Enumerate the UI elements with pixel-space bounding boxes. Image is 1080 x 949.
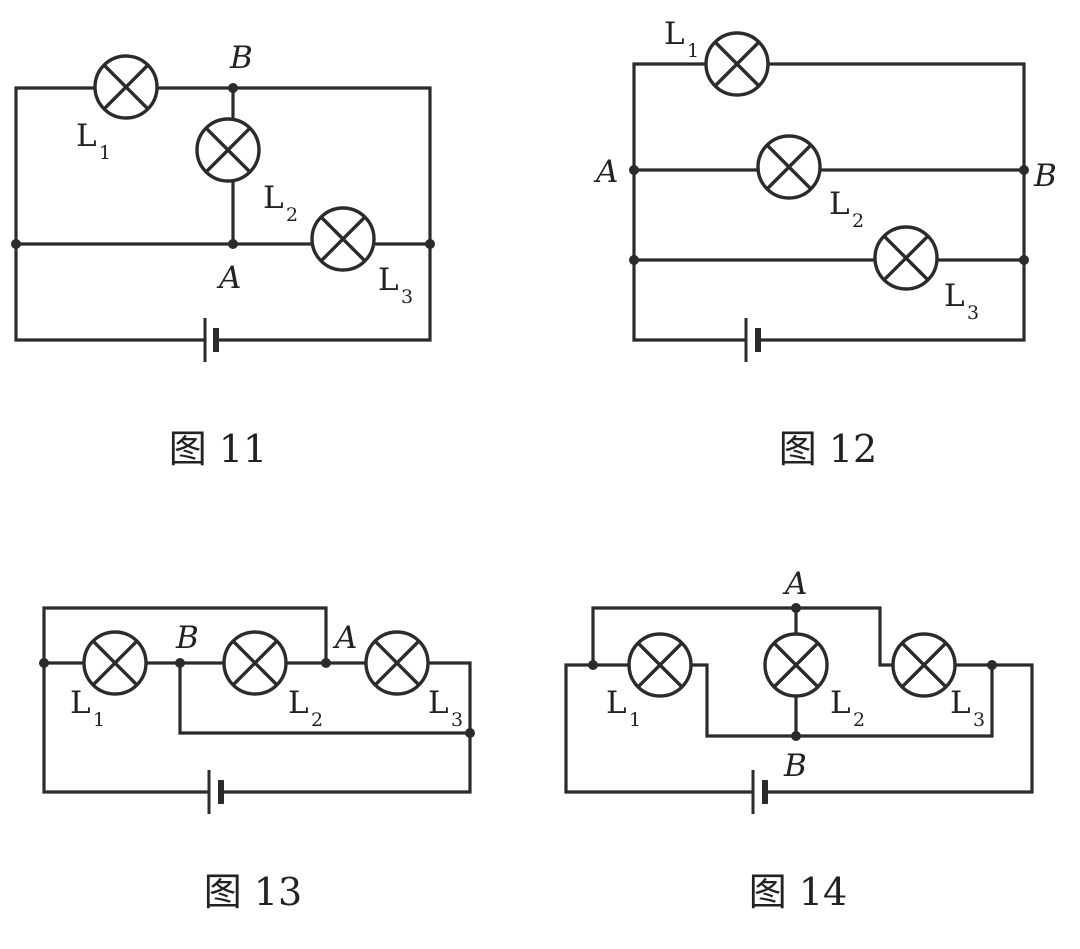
junction-dot: [791, 731, 801, 741]
figure-13: B A L 1 L 2 L 3 图 13: [39, 606, 475, 914]
figure-caption: 图 12: [779, 427, 877, 471]
lamp-symbol: [873, 225, 939, 291]
lamp-label-subscript: 3: [451, 709, 463, 731]
lamp-label-subscript: 1: [99, 142, 111, 164]
node-label: A: [782, 566, 807, 602]
wire: [14, 86, 207, 342]
lamp-label-subscript: 2: [852, 210, 864, 232]
lamp-label: L: [378, 262, 399, 298]
junction-dot: [425, 239, 435, 249]
node-label: B: [1033, 158, 1057, 194]
lamp-symbol: [891, 632, 957, 698]
lamp-label: L: [70, 685, 91, 721]
node-label: A: [332, 620, 357, 656]
battery-symbol: [207, 770, 224, 814]
figure-caption: 图 11: [169, 427, 267, 471]
node-label: A: [593, 154, 618, 190]
battery-symbol: [751, 770, 768, 814]
junction-dot: [588, 660, 598, 670]
junction-dot: [11, 239, 21, 249]
wire: [591, 606, 895, 667]
node-label: B: [783, 748, 807, 784]
lamp-label-subscript: 2: [286, 204, 298, 226]
lamp-symbol: [93, 54, 159, 120]
lamp-label-subscript: 1: [93, 709, 105, 731]
lamp-symbol: [763, 632, 829, 698]
lamp-label-subscript: 3: [967, 302, 979, 324]
lamp-symbol: [627, 632, 693, 698]
junction-dot: [629, 165, 639, 175]
junction-dot: [465, 728, 475, 738]
lamp-symbol: [82, 630, 148, 696]
wire: [178, 661, 472, 735]
lamp-label: L: [76, 118, 97, 154]
junction-dot: [228, 83, 238, 93]
lamp-label-subscript: 3: [973, 709, 985, 731]
lamp-symbol: [222, 630, 288, 696]
junction-dot: [39, 658, 49, 668]
lamp-symbol: [364, 630, 430, 696]
junction-dot: [228, 239, 238, 249]
junction-dot: [175, 658, 185, 668]
wire: [758, 62, 1026, 342]
lamp-label-subscript: 3: [401, 286, 413, 308]
figure-11: B A L 1 L 2 L 3 图 11: [11, 40, 435, 471]
node-label: A: [216, 260, 241, 296]
junction-dot: [321, 658, 331, 668]
lamp-label-subscript: 2: [311, 709, 323, 731]
junction-dot: [629, 255, 639, 265]
junction-dot: [987, 660, 997, 670]
lamp-label: L: [606, 685, 627, 721]
lamp-symbol: [704, 31, 770, 97]
lamp-label: L: [830, 685, 851, 721]
wire: [220, 661, 472, 794]
lamp-label: L: [263, 180, 284, 216]
lamp-label-subscript: 1: [629, 709, 641, 731]
lamp-symbol: [195, 117, 261, 183]
lamp-label: L: [428, 685, 449, 721]
junction-dot: [1019, 255, 1029, 265]
junction-dot: [1019, 165, 1029, 175]
node-label: B: [175, 620, 199, 656]
lamp-label-subscript: 1: [687, 40, 699, 62]
battery-symbol: [744, 318, 761, 362]
wire: [42, 661, 210, 794]
figure-14: A B L 1 L 2 L 3 图 14: [564, 566, 1034, 914]
lamp-label: L: [944, 278, 965, 314]
wire: [632, 62, 747, 342]
lamp-label: L: [288, 685, 309, 721]
lamp-symbol: [310, 206, 376, 272]
wire: [156, 86, 432, 342]
node-label: B: [229, 40, 253, 76]
wire: [42, 606, 328, 665]
lamp-label: L: [950, 685, 971, 721]
lamp-label: L: [829, 186, 850, 222]
lamp-symbol: [756, 134, 822, 200]
junction-dot: [791, 603, 801, 613]
battery-symbol: [203, 318, 219, 362]
figure-12: A B L 1 L 2 L 3 图 12: [593, 16, 1057, 471]
lamp-label: L: [664, 16, 685, 52]
figure-caption: 图 13: [204, 870, 302, 914]
figure-caption: 图 14: [749, 870, 847, 914]
wire: [689, 663, 994, 738]
lamp-label-subscript: 2: [853, 709, 865, 731]
